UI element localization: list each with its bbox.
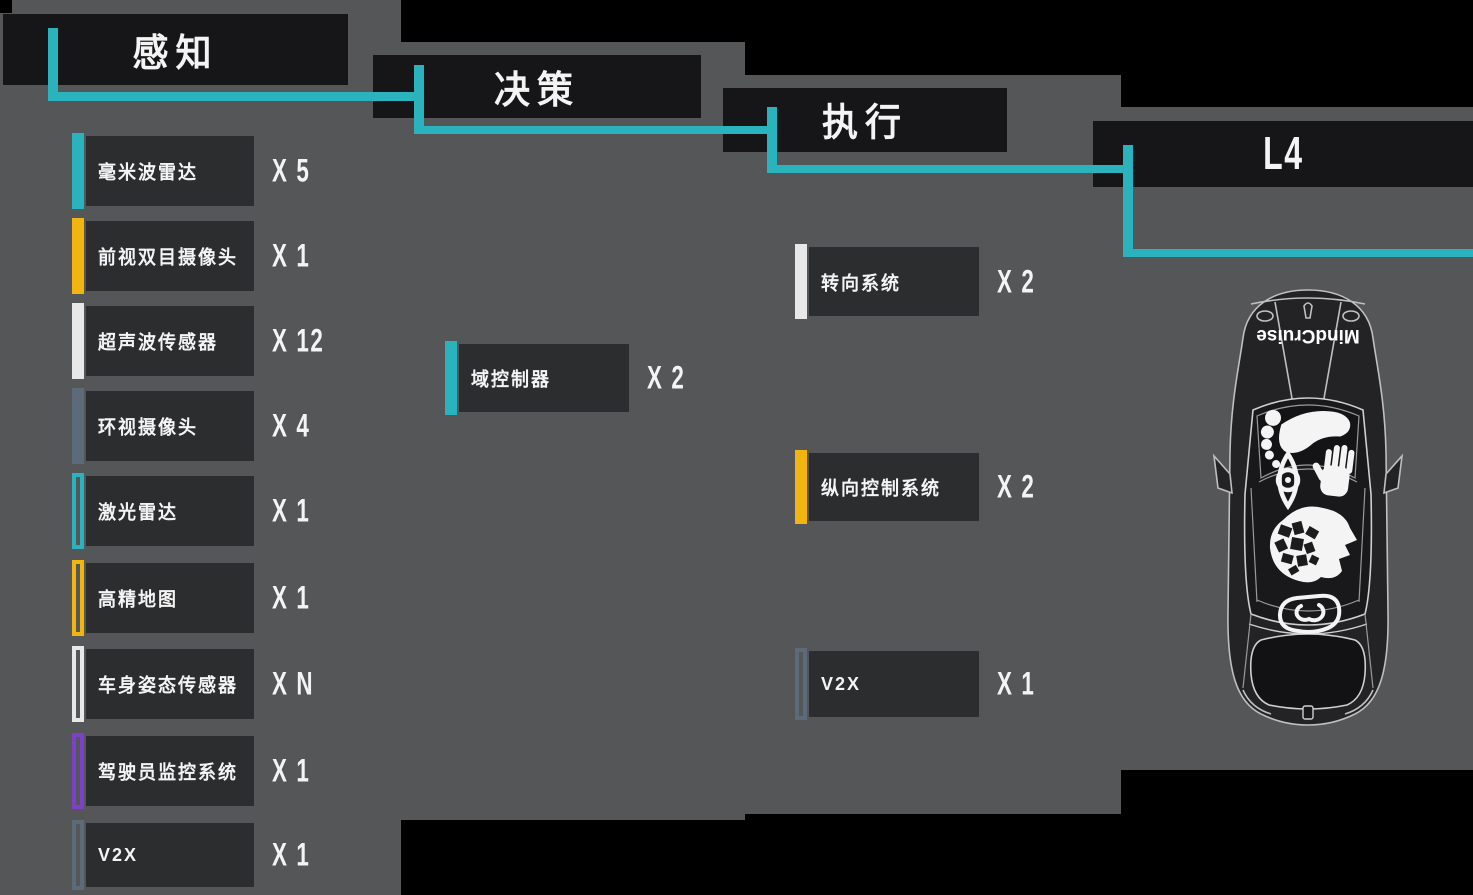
sensor-box-front-stereo-camera: 前视双目摄像头 X 1: [72, 218, 309, 294]
accent-bar: [72, 133, 84, 209]
accent-bar: [72, 560, 84, 636]
connector-perception-to-decision: [48, 92, 418, 101]
item-label: 域控制器: [471, 368, 551, 390]
sensor-count: X 1: [272, 237, 311, 274]
box-longitudinal-control: 纵向控制系统 X 2: [795, 450, 1034, 524]
stage-header-execution: 执行: [723, 88, 1007, 152]
sensor-count: X 1: [272, 836, 311, 873]
item-count: X 1: [997, 665, 1036, 702]
sensor-box-v2x: V2X X 1: [72, 820, 309, 890]
item-count: X 2: [997, 468, 1036, 505]
sensor-box-hd-map: 高精地图 X 1: [72, 560, 309, 636]
sensor-box-driver-monitoring: 驾驶员监控系统 X 1: [72, 733, 309, 809]
sensor-box-surround-camera: 环视摄像头 X 4: [72, 388, 309, 464]
accent-bar: [795, 244, 807, 319]
sensor-label: 车身姿态传感器: [98, 674, 238, 696]
connector-execution-vertical: [767, 107, 777, 171]
stage-title: 决策: [493, 67, 580, 111]
accent-bar: [72, 473, 84, 549]
connector-l4-vertical: [1123, 145, 1133, 257]
footprint-icon: [1260, 409, 1351, 469]
item-count: X 2: [997, 263, 1036, 299]
stage-header-l4: L4: [1093, 121, 1473, 187]
accent-bar: [72, 303, 84, 379]
stage-header-decision: 决策: [373, 55, 701, 118]
background-panel-perception-top: [12, 0, 401, 13]
sensor-label: 前视双目摄像头: [98, 246, 238, 268]
sensor-count: X 5: [272, 152, 311, 189]
stage-header-perception: 感知: [3, 14, 348, 85]
sensor-box-millimeter-wave-radar: 毫米波雷达 X 5: [72, 133, 309, 209]
sensor-count: X 1: [272, 579, 311, 616]
connector-l4-horizontal: [1123, 249, 1473, 257]
sensor-label: V2X: [98, 843, 139, 865]
car-brand-text: MindCruise: [1256, 325, 1359, 346]
eye-icon: [1275, 449, 1301, 511]
chain-link-icon: [1277, 593, 1342, 634]
car-mirrors: [1213, 453, 1403, 495]
car-top-view-illustration: MindCruise: [1213, 289, 1403, 726]
hand-icon: [1312, 444, 1355, 497]
sensor-count: X 1: [272, 492, 311, 529]
sensor-label: 激光雷达: [98, 501, 178, 523]
item-count: X 2: [647, 359, 686, 396]
accent-bar: [72, 646, 84, 722]
accent-bar: [445, 341, 457, 415]
connector-decision-to-execution: [414, 126, 777, 134]
item-label: 转向系统: [821, 272, 901, 294]
accent-bar: [72, 388, 84, 464]
stage-title: 执行: [821, 101, 908, 145]
car-trunk: [1242, 613, 1374, 720]
sensor-box-body-posture-sensor: 车身姿态传感器 X N: [72, 646, 313, 722]
accent-bar: [795, 450, 807, 524]
sensor-label: 环视摄像头: [98, 416, 198, 438]
sensor-box-lidar: 激光雷达 X 1: [72, 473, 309, 549]
box-domain-controller: 域控制器 X 2: [445, 341, 684, 415]
sensor-count: X 1: [272, 752, 311, 789]
stage-title: L4: [1262, 128, 1304, 179]
item-label: 纵向控制系统: [821, 477, 941, 499]
stage-title: 感知: [132, 30, 219, 74]
box-steering-system: 转向系统 X 2: [795, 244, 1034, 319]
background-panel-decision: [401, 42, 745, 820]
sensor-label: 高精地图: [98, 588, 178, 610]
sensor-label: 超声波传感器: [98, 331, 218, 353]
box-v2x-execution: V2X X 1: [795, 648, 1034, 720]
connector-execution-to-l4: [767, 165, 1133, 173]
accent-bar: [72, 820, 84, 890]
accent-bar: [72, 733, 84, 809]
sensor-label: 毫米波雷达: [98, 161, 198, 183]
sensor-count: X 12: [272, 322, 325, 359]
item-label: V2X: [821, 672, 862, 694]
brain-head-icon: [1269, 506, 1357, 583]
sensor-count: X N: [272, 665, 315, 702]
accent-bar: [795, 648, 807, 720]
accent-bar: [72, 218, 84, 294]
connector-perception-vertical: [48, 28, 58, 100]
connector-decision-vertical: [414, 65, 424, 133]
sensor-label: 驾驶员监控系统: [98, 761, 238, 783]
sensor-count: X 4: [272, 407, 311, 444]
sensor-box-ultrasonic-sensor: 超声波传感器 X 12: [72, 303, 323, 379]
